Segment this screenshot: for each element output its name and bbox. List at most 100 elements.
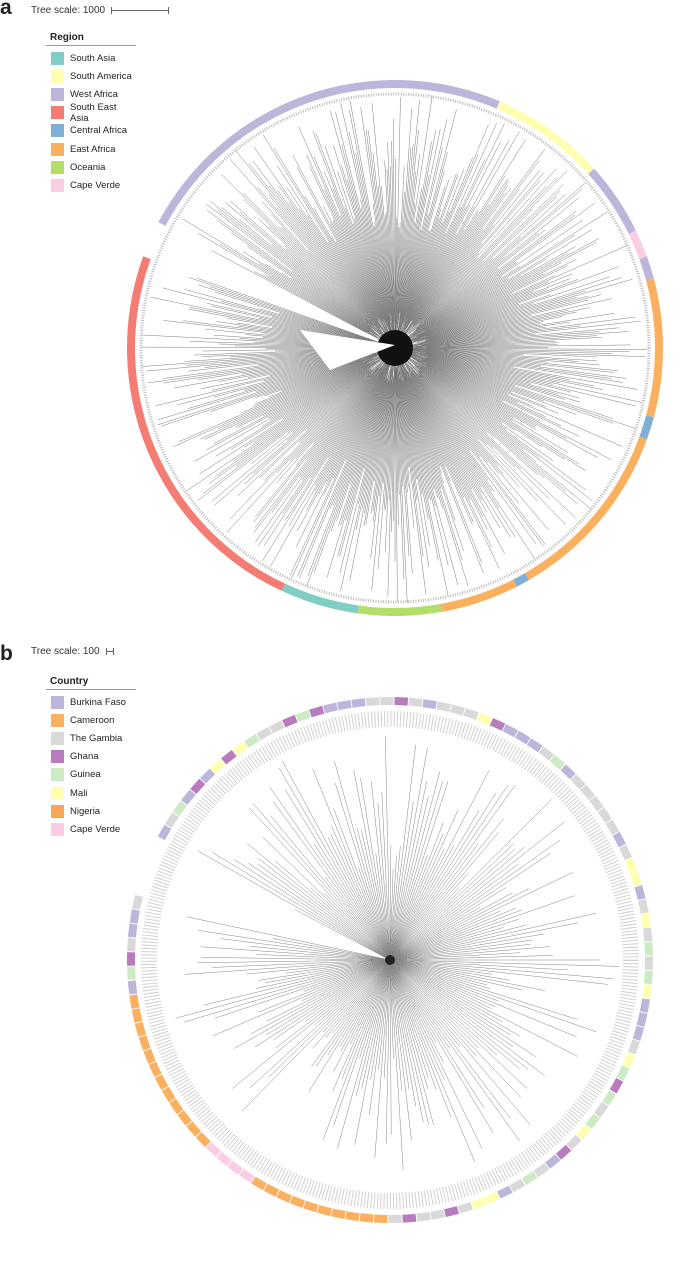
legend-item: Nigeria: [46, 802, 136, 820]
country-ring-segment: [643, 927, 653, 942]
country-ring-segment: [632, 1025, 645, 1041]
country-ring-segment: [471, 1197, 487, 1210]
country-ring-segment: [609, 1077, 624, 1094]
country-ring-segment: [566, 1134, 582, 1150]
country-ring-segment: [549, 755, 566, 770]
country-ring-segment: [172, 800, 188, 817]
tree-scale: Tree scale: 100: [31, 646, 114, 657]
country-ring-segment: [129, 909, 140, 924]
legend-item: The Gambia: [46, 729, 136, 747]
legend-swatch: [51, 695, 64, 709]
tree-gap: [300, 330, 395, 370]
country-ring-segment: [408, 697, 423, 707]
legend-label: Mali: [70, 787, 88, 799]
legend-swatch: [51, 750, 64, 764]
country-ring-segment: [205, 1142, 222, 1157]
country-ring-segment: [636, 1012, 648, 1027]
legend-swatch: [51, 822, 64, 836]
legend-label: Guinea: [70, 769, 101, 781]
country-ring-segment: [148, 1061, 162, 1078]
country-ring-segment: [597, 807, 612, 823]
country-ring-segment: [345, 1211, 360, 1222]
country-ring-segment: [527, 738, 543, 753]
legend-label: South East Asia: [70, 101, 117, 124]
country-ring-segment: [127, 980, 138, 995]
legend-label: East Africa: [70, 143, 116, 155]
phylogenetic-tree-region: [127, 80, 663, 616]
region-ring-segment: [496, 101, 595, 175]
leaf-label-ring: [141, 711, 639, 1209]
country-ring-segment: [560, 764, 576, 780]
legend-swatch: [51, 142, 64, 156]
country-ring-segment: [210, 758, 226, 774]
country-ring-segment: [186, 1121, 202, 1137]
legend-swatch: [51, 731, 64, 745]
country-ring-segment: [436, 701, 451, 712]
country-ring-segment: [555, 1144, 572, 1160]
country-ring-segment: [177, 1110, 192, 1126]
country-ring-segment: [200, 768, 216, 784]
legend-item: South Asia: [46, 49, 136, 67]
phylogenetic-tree-country: [126, 697, 654, 1223]
country-ring-segment: [164, 812, 179, 829]
tree-root-cluster: [385, 955, 395, 965]
country-ring-segment: [642, 984, 652, 999]
region-ring-segment: [513, 573, 529, 587]
region-ring-segment: [628, 230, 647, 260]
country-ring-segment: [533, 1162, 550, 1178]
country-ring-segment: [289, 1195, 306, 1208]
country-ring-segment: [227, 1160, 244, 1175]
legend-swatch: [51, 124, 64, 138]
legend-label: The Gambia: [70, 732, 123, 744]
country-ring-segment: [282, 714, 298, 728]
legend-label: Nigeria: [70, 805, 101, 817]
country-ring-segment: [416, 1211, 431, 1222]
country-ring-segment: [239, 1168, 255, 1183]
country-ring-segment: [545, 1154, 561, 1169]
country-ring-segment: [605, 819, 620, 836]
country-ring-segment: [484, 1191, 500, 1205]
country-ring-segment: [134, 1021, 147, 1037]
legend-swatch: [51, 804, 64, 818]
country-ring-segment: [256, 726, 273, 741]
country-ring-segment: [138, 1035, 151, 1051]
region-ring-segment: [639, 256, 654, 281]
country-ring-segment: [627, 1039, 640, 1055]
country-ring-segment: [394, 697, 409, 706]
region-ring-segment: [646, 278, 663, 418]
country-ring-segment: [154, 1074, 169, 1090]
legend-label: West Africa: [70, 88, 118, 100]
country-ring-segment: [570, 774, 586, 790]
legend-item: Cape Verde: [46, 176, 136, 194]
legend-label: Burkina Faso: [70, 696, 126, 708]
legend-item: Central Africa: [46, 122, 136, 140]
legend-swatch: [51, 69, 64, 83]
legend-item: Ghana: [46, 748, 136, 766]
country-ring-segment: [388, 1214, 402, 1223]
country-ring-segment: [430, 1209, 445, 1220]
country-ring-segment: [181, 789, 196, 805]
legend-title: Region: [46, 32, 136, 46]
country-ring-segment: [195, 1131, 211, 1148]
country-ring-segment: [132, 895, 143, 910]
country-ring-segment: [402, 1213, 417, 1223]
country-ring-segment: [232, 741, 248, 756]
country-ring-segment: [580, 784, 595, 801]
region-ring-segment: [588, 168, 636, 235]
country-ring-segment: [317, 1204, 332, 1217]
legend-item: Oceania: [46, 158, 136, 176]
country-ring-segment: [143, 1048, 156, 1065]
country-ring-segment: [128, 923, 138, 938]
tree-scale-bar: [111, 7, 170, 14]
legend-swatch: [51, 160, 64, 174]
country-ring-segment: [644, 941, 653, 956]
legend-label: South Asia: [70, 52, 116, 64]
region-ring-segment: [158, 80, 500, 226]
tree-scale-label: Tree scale: 1000: [31, 5, 106, 16]
country-ring-segment: [602, 1090, 617, 1106]
country-ring-segment: [157, 824, 172, 841]
country-ring-segment: [323, 702, 338, 714]
country-ring-segment: [640, 913, 651, 928]
